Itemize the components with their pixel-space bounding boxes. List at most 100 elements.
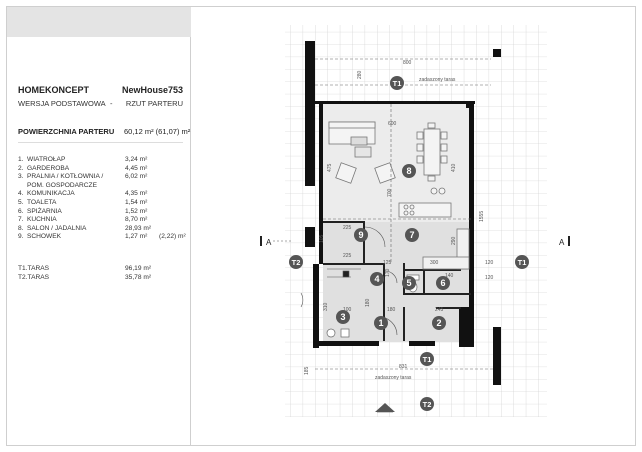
room-name: KUCHNIA xyxy=(27,216,57,224)
interior-walls xyxy=(323,221,471,341)
dim-label: 185 xyxy=(304,366,310,375)
room-marker-7: 7 xyxy=(405,228,419,242)
room-number: 3. xyxy=(18,173,24,181)
dim-label: 140 xyxy=(445,273,454,279)
dim-label: 475 xyxy=(327,163,333,172)
terrace-markers: T1 T1 T1 T2 T2 xyxy=(289,76,529,411)
terrace-row: T2.TARAS 35,78 m² xyxy=(18,273,193,282)
room-name: KOMUNIKACJA xyxy=(27,190,75,198)
marker-label: 5 xyxy=(406,278,411,288)
dim-label: 125 xyxy=(383,260,392,266)
room-number: 5. xyxy=(18,198,24,206)
terrace-bottom-label: zadaszony taras xyxy=(375,375,412,381)
terrace-area: 35,78 m² xyxy=(125,274,152,281)
room-area: 6,02 m² xyxy=(125,173,148,181)
marker-label: T1 xyxy=(393,79,402,88)
dim-label: 700 xyxy=(387,188,393,197)
room-area: 28,93 m² xyxy=(125,224,152,232)
terrace-marker-t1-top: T1 xyxy=(390,76,404,90)
room-marker-4: 4 xyxy=(370,272,384,286)
terrace-row: T1.TARAS 96,19 m² xyxy=(18,264,193,273)
terrace-marker-t1-right: T1 xyxy=(515,255,529,269)
dim-label: 290 xyxy=(451,236,457,245)
version-label: WERSJA PODSTAWOWA xyxy=(18,99,106,108)
marker-label: T1 xyxy=(423,355,432,364)
room-name: SALON / JADALNIA xyxy=(27,224,87,232)
dim-label: 105 xyxy=(319,234,325,243)
terrace-name: T1.TARAS xyxy=(18,265,50,272)
dim-label: 180 xyxy=(387,307,396,313)
room-number: 8. xyxy=(18,224,24,232)
room-area: 1,27 m² xyxy=(125,233,148,241)
room-name: GARDEROBA xyxy=(27,164,70,172)
marker-label: T1 xyxy=(518,258,527,267)
floor-plan-drawing: 800 600 475 410 700 1555 290 225 225 125… xyxy=(260,25,570,417)
marker-label: 2 xyxy=(436,318,441,328)
dim-label: 180 xyxy=(365,298,371,307)
room-number: 2. xyxy=(18,164,24,172)
marker-label: 4 xyxy=(374,274,379,284)
armchairs xyxy=(335,146,396,184)
room-marker-9: 9 xyxy=(354,228,368,242)
dim-label: 410 xyxy=(451,163,457,172)
dim-label: 831 xyxy=(399,364,408,370)
dim-label: 800 xyxy=(403,60,412,66)
dim-label: 170 xyxy=(385,268,391,277)
kitchen-counter xyxy=(422,228,470,270)
dim-label: 120 xyxy=(485,260,494,266)
dim-label: 600 xyxy=(388,121,397,127)
section-label: A xyxy=(559,238,565,247)
dim-label: 280 xyxy=(357,70,363,79)
room-number: 1. xyxy=(18,156,24,163)
plan-name: RZUT PARTERU xyxy=(125,99,183,108)
room-marker-1: 1 xyxy=(374,316,388,330)
room-area: 3,24 m² xyxy=(125,156,148,163)
terrace-area: 96,19 m² xyxy=(125,265,152,272)
terrace-top-label: zadaszony taras xyxy=(419,77,456,83)
exterior-walls xyxy=(305,41,501,385)
dim-label: 1555 xyxy=(479,211,485,222)
marker-label: 6 xyxy=(440,278,445,288)
dim-label: 225 xyxy=(343,253,352,259)
marker-label: 3 xyxy=(340,312,345,322)
room-number: 6. xyxy=(18,207,24,215)
floor-plan: 800 600 475 410 700 1555 290 225 225 125… xyxy=(191,7,635,445)
model-name: NewHouse753 xyxy=(121,85,183,95)
document-frame: HOMEKONCEPT NewHouse753 WERSJA PODSTAWOW… xyxy=(6,6,636,446)
dim-label: 300 xyxy=(430,260,439,266)
room-row: 3.PRALNIA / KOTŁOWNIA /6,02 m² xyxy=(18,173,193,182)
room-marker-6: 6 xyxy=(436,276,450,290)
room-area: 1,54 m² xyxy=(125,198,148,206)
room-name: POM. GOSPODARCZE xyxy=(27,181,97,189)
dim-label: 225 xyxy=(343,225,352,231)
section-marker-left: A xyxy=(260,236,291,247)
terrace-marker-t1-bottom: T1 xyxy=(420,352,434,366)
kitchen-island xyxy=(398,187,452,218)
marker-label: 1 xyxy=(378,318,383,328)
room-name: TOALETA xyxy=(27,198,57,206)
divider xyxy=(18,142,183,143)
terrace-marker-t2-bottom: T2 xyxy=(420,397,434,411)
room-marker-8: 8 xyxy=(402,164,416,178)
terrace-list: T1.TARAS 96,19 m² T2.TARAS 35,78 m² xyxy=(18,264,193,282)
section-marker-right: A xyxy=(559,236,570,247)
dim-label: 245 xyxy=(435,307,444,313)
room-row: POM. GOSPODARCZE xyxy=(18,182,193,191)
room-area: 1,52 m² xyxy=(125,207,148,215)
marker-label: T2 xyxy=(423,400,432,409)
room-row: 8.SALON / JADALNIA 28,93 m² xyxy=(18,225,193,234)
terrace-name: T2.TARAS xyxy=(18,274,50,281)
stairs xyxy=(327,268,361,278)
marker-label: 7 xyxy=(409,230,414,240)
room-area: 4,35 m² xyxy=(125,190,148,198)
room-number: 7. xyxy=(18,216,24,224)
section-label: A xyxy=(266,238,272,247)
dimensions: 800 600 475 410 700 1555 290 225 225 125… xyxy=(304,60,494,375)
floor-area-value: 60,12 m² (61,07) m² xyxy=(124,127,191,136)
